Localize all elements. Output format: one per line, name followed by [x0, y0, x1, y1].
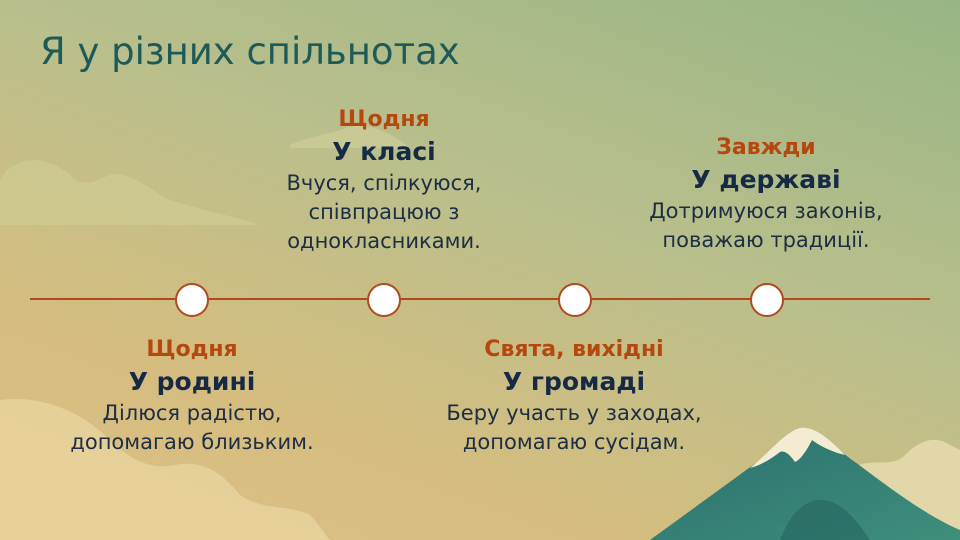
timeline-event-class: Щодня У класі Вчуся, спілкуюся, співпрац… [224, 105, 544, 256]
timeline-line [30, 298, 930, 300]
timeline-event-family: Щодня У родині Ділюся радістю, допомагаю… [32, 335, 352, 457]
event-place: У державі [691, 165, 841, 194]
cloud-hill-shape [0, 160, 260, 225]
event-when: Свята, вихідні [484, 337, 664, 362]
event-place: У родині [128, 367, 256, 396]
timeline-event-state: Завжди У державі Дотримуюся законів, пов… [606, 133, 926, 255]
event-when: Щодня [338, 107, 430, 132]
timeline-node [558, 283, 592, 317]
event-description: Беру участь у заходах, допомагаю сусідам… [446, 401, 702, 454]
event-when: Завжди [716, 135, 816, 160]
mountain-shape [650, 428, 960, 540]
timeline-node [175, 283, 209, 317]
mountain-shadow-shape [780, 499, 870, 540]
hill-left-shape [0, 399, 330, 540]
event-when: Щодня [146, 337, 238, 362]
mountain-snowcap-shape [750, 427, 845, 468]
timeline-node [367, 283, 401, 317]
event-description: Вчуся, спілкуюся, співпрацюю з однокласн… [286, 171, 482, 253]
timeline-event-community: Свята, вихідні У громаді Беру участь у з… [414, 335, 734, 457]
page-title: Я у різних спільнотах [40, 30, 460, 73]
timeline-node [750, 283, 784, 317]
event-description: Дотримуюся законів, поважаю традиції. [649, 199, 883, 252]
event-place: У громаді [502, 367, 646, 396]
cloud-shape [290, 125, 410, 148]
event-description: Ділюся радістю, допомагаю близьким. [70, 401, 314, 454]
event-place: У класі [332, 137, 436, 166]
